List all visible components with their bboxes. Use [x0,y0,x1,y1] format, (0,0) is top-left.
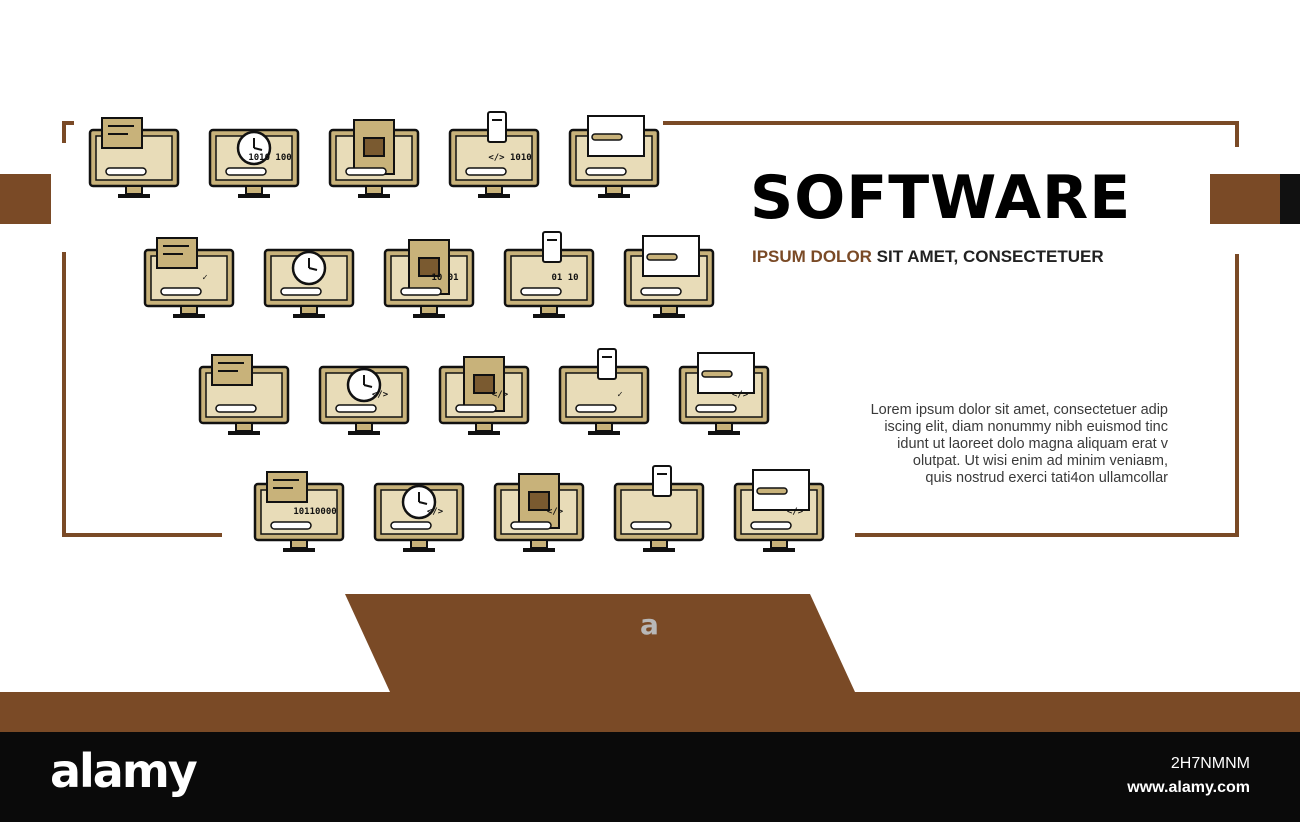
license-key-disc-icon [613,465,705,552]
icon-glyph: </> [547,507,564,517]
binary-flowchart-icon: 1010 100 [208,128,300,198]
alamy-logo: alamy [50,744,198,798]
microchip-circuit-icon [328,119,420,198]
hacker-code-icon: </> [733,469,825,552]
icon-glyph: </> [492,390,509,400]
site-url: www.alamy.com [1127,779,1250,796]
locked-document-icon: 01 10 [503,231,595,318]
icon-glyph: 01 10 [551,273,578,283]
frame-top-left-corner-h [62,121,74,125]
right-accent-bar-dark [1280,174,1300,224]
checkmark-gear-icon: ✓ [143,237,235,318]
icon-glyph: </> [372,390,389,400]
icon-glyph: 10 01 [431,273,458,283]
page-title: SOFTWARE [750,163,1132,233]
frame-bottom-left-line [62,533,222,537]
mobile-code-icon: </> 1010 [448,111,540,198]
icon-glyph: </> 1010 [488,153,531,163]
settings-checklist-icon: ✓ [558,348,650,435]
body-line: olutpat. Ut wisi enim ad minim veniaвm, [912,453,1168,469]
desktop-keyboard-icon: </> [493,473,585,552]
icon-glyph: 10110000 [293,507,336,517]
analytics-search-icon [198,354,290,435]
body-line: iscing elit, diam nonummy nibh euismod t… [884,419,1168,435]
body-line: Lorem ipsum dolor sit amet, consectetuer… [870,402,1168,418]
responsive-devices-icon [88,117,180,198]
frame-right-bottom-v [1235,254,1239,537]
server-code-icon: </> [438,356,530,435]
speed-gauge-icon [623,235,715,318]
frame-right-top-v [1235,121,1239,147]
cloud-download-icon: </> [373,482,465,552]
center-watermark: a [640,608,659,641]
body-paragraph: Lorem ipsum dolor sit amet, consectetuer… [812,402,1168,487]
footer-bar [0,732,1300,822]
frame-bottom-right-line [855,533,1239,537]
left-accent-bar [0,174,51,224]
search-gear-icon: 10 01 [383,239,475,318]
icon-glyph: ✓ [202,273,207,283]
icon-glyph: </> [732,390,749,400]
icon-glyph: 1010 100 [248,153,291,163]
bottom-decoration [0,594,1300,732]
code-gear-flowchart-icon: </> [678,352,770,435]
icon-glyph: </> [427,507,444,517]
body-line: quis nostrud exerci tati4on ullamcollar [925,470,1168,486]
icon-glyph: ✓ [617,390,622,400]
frame-top-left-corner-v [62,121,66,143]
icon-glyph: </> [787,507,804,517]
clock-progress-icon [263,248,355,318]
frame-top-line [663,121,1239,125]
subtitle-accent: IPSUM DOLOR [752,247,872,266]
body-line: idunt ut laoreet dolo magna aliquam erat… [897,436,1168,452]
code-document-gear-icon: </> [318,365,410,435]
right-accent-bar [1210,174,1280,224]
image-code: 2H7NMNM [1170,755,1250,772]
frame-left-v [62,252,66,537]
subtitle: IPSUM DOLOR SIT AMET, CONSECTETUER [752,247,1104,267]
subtitle-rest: SIT AMET, CONSECTETUER [871,247,1104,266]
binary-code-terminal-icon: 10110000 [253,471,345,552]
web-window-settings-icon [568,115,660,198]
